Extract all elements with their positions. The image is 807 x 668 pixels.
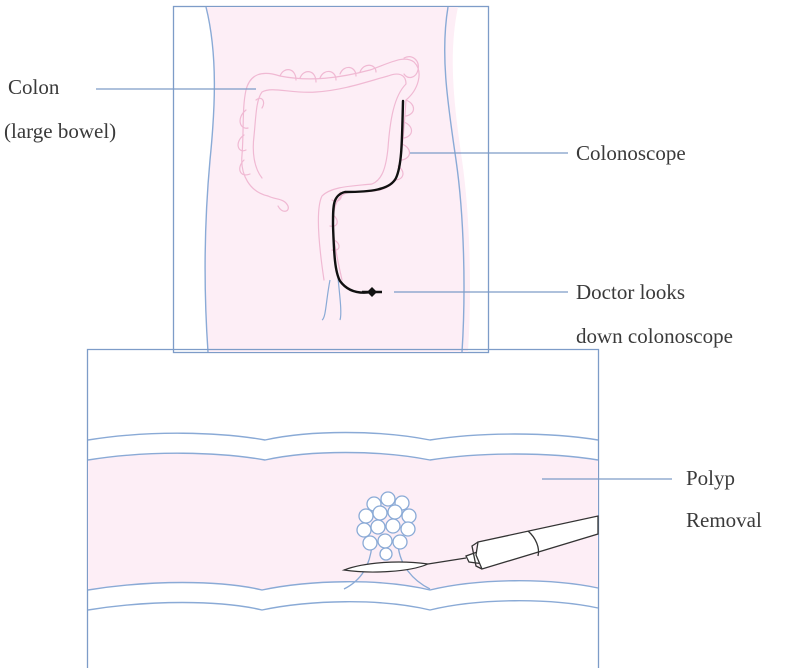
colon-sublabel: (large bowel) bbox=[4, 116, 116, 146]
lumen-fill bbox=[88, 453, 598, 591]
upper-wall-outer bbox=[88, 433, 598, 441]
lower-wall-inner bbox=[88, 581, 598, 590]
doctor-label-line1: Doctor looks bbox=[576, 277, 685, 307]
polyp-removal-panel bbox=[88, 350, 673, 668]
torso-fill bbox=[205, 7, 470, 352]
lower-wall-outer bbox=[88, 601, 598, 610]
colonoscope-label: Colonoscope bbox=[576, 138, 686, 168]
doctor-label-line2: down colonoscope bbox=[576, 321, 733, 351]
polyp-label-line1: Polyp bbox=[686, 463, 735, 493]
polyp-label-line2: Removal bbox=[686, 505, 762, 535]
colon-label: Colon bbox=[8, 72, 59, 102]
abdomen-panel bbox=[96, 7, 568, 353]
